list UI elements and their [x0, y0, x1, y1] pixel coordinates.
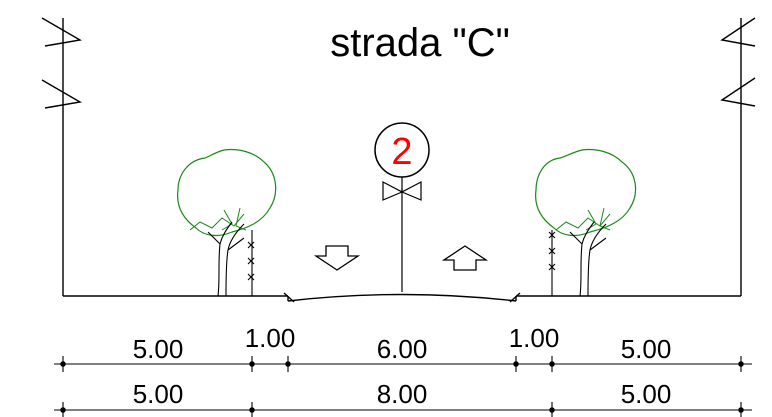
dim-label-carriageway: 6.00: [377, 334, 428, 364]
dimension-line-bottom: [54, 402, 752, 417]
left-boundary-line: [41, 17, 83, 296]
dim-label-left-sidewalk: 5.00: [133, 334, 184, 364]
direction-arrow-down-icon: [313, 245, 361, 271]
left-fence: [247, 230, 255, 296]
dimension-line-top: [54, 356, 752, 372]
right-boundary-line: [720, 17, 756, 296]
direction-arrow-up-icon: [441, 245, 489, 271]
section-marker: 2: [374, 122, 430, 178]
dim-label-bottom-right: 5.00: [621, 379, 672, 409]
dim-label-right-sidewalk: 5.00: [621, 334, 672, 364]
lamp-post-icon: [382, 176, 422, 292]
tree-icon: [535, 148, 637, 297]
tree-icon: [177, 148, 277, 297]
right-fence: [548, 230, 556, 296]
dim-label-right-strip: 1.00: [509, 323, 560, 353]
dim-label-bottom-left: 5.00: [133, 379, 184, 409]
dim-label-left-strip: 1.00: [245, 323, 296, 353]
road-profile: [63, 292, 741, 303]
section-title: strada "C": [330, 21, 510, 65]
section-marker-number: 2: [391, 131, 412, 173]
dim-label-bottom-center: 8.00: [377, 379, 428, 409]
